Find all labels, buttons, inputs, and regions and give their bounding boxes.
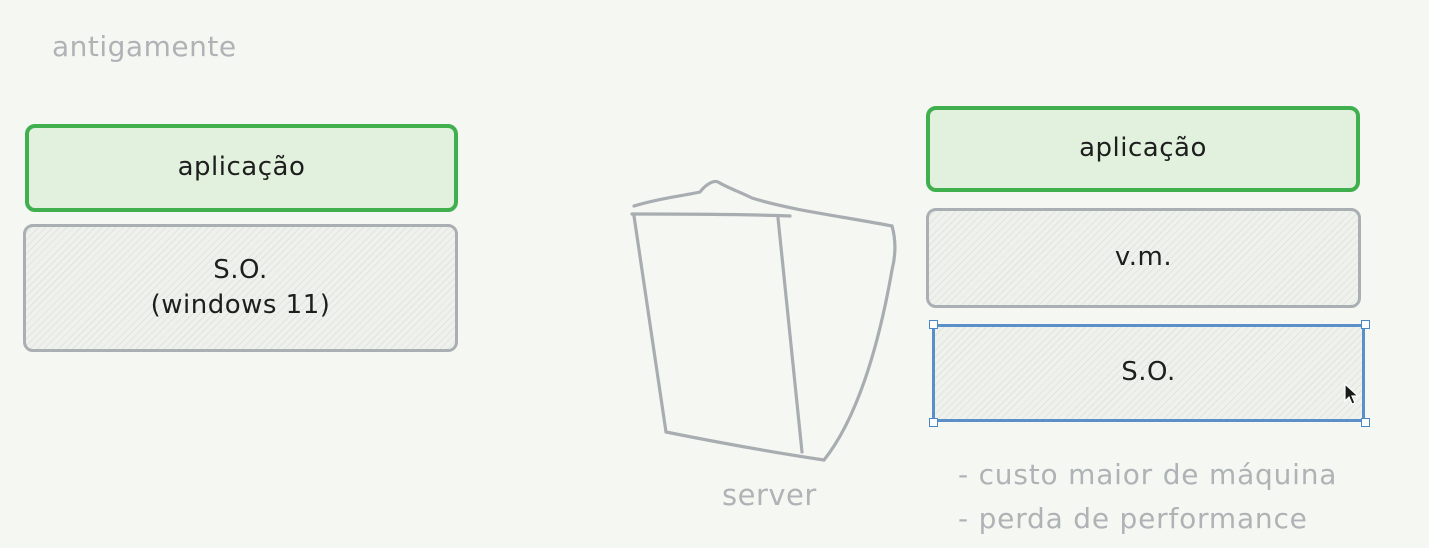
left-os-box[interactable]: S.O. (windows 11)	[23, 224, 458, 352]
left-os-label: S.O.	[213, 254, 268, 285]
server-sketch-icon[interactable]	[620, 170, 920, 470]
right-os-box-selected[interactable]: S.O.	[932, 324, 1365, 422]
resize-handle-top-right[interactable]	[1361, 320, 1370, 329]
left-os-sublabel: (windows 11)	[150, 290, 331, 320]
note-custo: - custo maior de máquina	[958, 458, 1338, 491]
heading-antigamente: antigamente	[52, 30, 237, 63]
right-application-label: aplicação	[1079, 133, 1207, 164]
resize-handle-top-left[interactable]	[929, 320, 938, 329]
left-application-box[interactable]: aplicação	[25, 124, 458, 212]
resize-handle-bottom-left[interactable]	[929, 418, 938, 427]
resize-handle-bottom-right[interactable]	[1361, 418, 1370, 427]
right-vm-label: v.m.	[1114, 242, 1173, 273]
note-perda: - perda de performance	[958, 502, 1308, 535]
left-application-label: aplicação	[177, 152, 306, 183]
right-application-box[interactable]: aplicação	[926, 106, 1360, 192]
right-vm-box[interactable]: v.m.	[926, 208, 1361, 308]
server-label: server	[722, 478, 817, 512]
right-os-label: S.O.	[1121, 357, 1176, 388]
mouse-pointer-icon	[1344, 383, 1360, 405]
